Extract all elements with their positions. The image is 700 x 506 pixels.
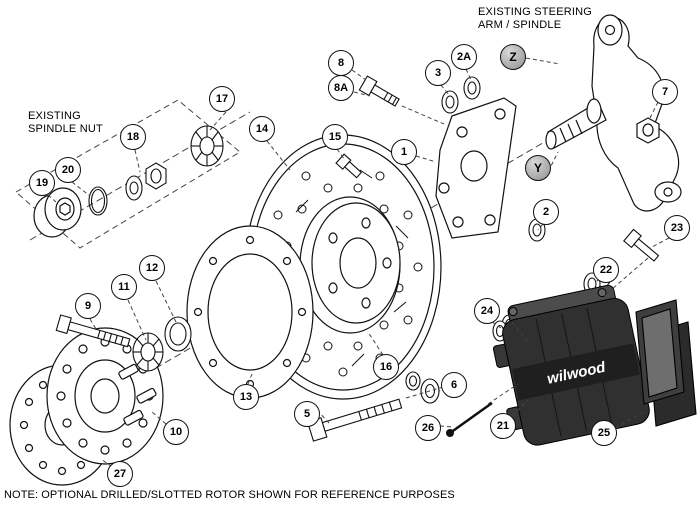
callout-11: 11 <box>111 274 137 300</box>
callout-8: 8 <box>328 50 354 76</box>
callout-13: 13 <box>233 384 259 410</box>
callout-20: 20 <box>55 157 81 183</box>
rotor-adapter-plate <box>186 225 314 399</box>
callout-25: 25 <box>591 420 617 446</box>
outer-bearing <box>190 125 224 167</box>
callout-10: 10 <box>163 419 189 445</box>
label-steering-arm: EXISTING STEERING ARM / SPINDLE <box>478 6 592 32</box>
callout-3: 3 <box>425 60 451 86</box>
callout-17: 17 <box>209 86 235 112</box>
callout-5: 5 <box>294 401 320 427</box>
bracket-washers <box>441 76 546 242</box>
callout-19: 19 <box>29 170 55 196</box>
pad-pin <box>446 401 493 437</box>
caliper: wilwood <box>492 284 650 446</box>
note-text: NOTE: OPTIONAL DRILLED/SLOTTED ROTOR SHO… <box>4 489 455 501</box>
label-steering-arm-line1: EXISTING STEERING <box>478 6 593 18</box>
spindle <box>545 14 682 212</box>
rotor-screw <box>335 153 363 179</box>
callout-22: 22 <box>593 257 619 283</box>
callout-1: 1 <box>391 139 417 165</box>
rotor-bolt <box>306 398 403 442</box>
bracket-bolt <box>358 75 400 107</box>
grease-seal <box>164 316 192 352</box>
callout-14: 14 <box>249 116 275 142</box>
callout-26: 26 <box>415 415 441 441</box>
label-spindle-nut-line2: SPINDLE NUT <box>28 123 103 135</box>
callout-21: 21 <box>490 413 516 439</box>
callout-23: 23 <box>664 215 690 241</box>
callout-18: 18 <box>120 124 146 150</box>
hub-bolt <box>55 314 131 348</box>
callout-8A: 8A <box>328 75 354 101</box>
callout-2A: 2A <box>451 44 477 70</box>
marker-Z: Z <box>500 44 526 70</box>
dust-cap <box>33 187 82 238</box>
o-ring <box>88 186 108 216</box>
flat-washers <box>405 371 440 404</box>
callout-27: 27 <box>107 461 133 487</box>
marker-Y: Y <box>525 155 551 181</box>
callout-9: 9 <box>75 293 101 319</box>
label-spindle-nut: EXISTING SPINDLE NUT <box>28 110 103 136</box>
spindle-nut <box>636 117 660 144</box>
callout-12: 12 <box>139 255 165 281</box>
brake-pads <box>635 299 697 427</box>
callout-6: 6 <box>441 372 467 398</box>
callout-15: 15 <box>322 124 348 150</box>
hub <box>46 327 164 465</box>
caliper-bolt <box>623 228 660 262</box>
leader-lines <box>47 57 670 468</box>
callout-2: 2 <box>533 199 559 225</box>
callout-7: 7 <box>652 79 678 105</box>
inner-bearing <box>132 332 164 372</box>
label-steering-arm-line2: ARM / SPINDLE <box>478 19 562 31</box>
caliper-bracket <box>435 97 517 239</box>
callout-16: 16 <box>373 354 399 380</box>
spindle-washer-nut <box>125 162 167 201</box>
label-spindle-nut-line1: EXISTING <box>28 110 81 122</box>
callout-24: 24 <box>474 298 500 324</box>
